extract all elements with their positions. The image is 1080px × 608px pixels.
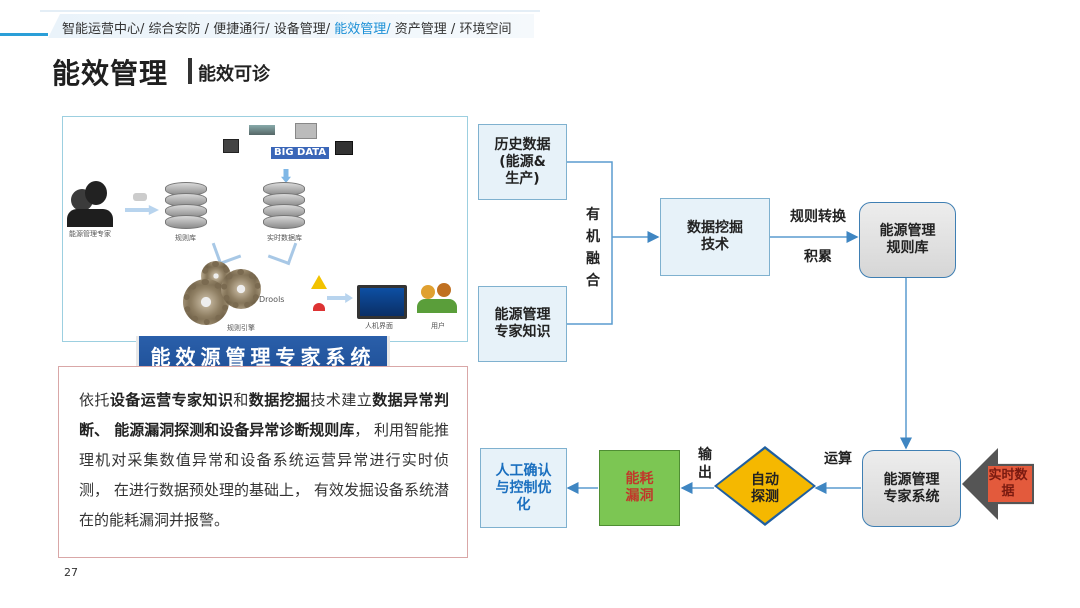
arrow-right-icon [327, 293, 353, 303]
data-mining-label: 数据挖掘技术 [687, 220, 743, 253]
nav-item-energy[interactable]: 能效管理/ [334, 22, 391, 37]
data-mining-box: 数据挖掘技术 [660, 198, 770, 276]
rule-db-icon [165, 182, 207, 229]
manual-confirm-label: 人工确认与控制优化 [495, 462, 552, 513]
rule-convert-label: 规则转换 [790, 209, 846, 225]
desc-text: 技术建立 [310, 391, 373, 409]
operate-label: 运算 [824, 451, 852, 467]
nav-item-security[interactable]: 综合安防 / [148, 22, 210, 37]
user-icon [437, 283, 451, 297]
rule-db-box: 能源管理规则库 [859, 202, 956, 278]
page-subtitle: 能效可诊 [198, 64, 270, 85]
realtime-db-icon [263, 182, 305, 229]
manual-confirm-box: 人工确认与控制优化 [480, 448, 567, 528]
rule-engine-label: 规则引擎 [227, 324, 255, 332]
drools-label: Drools [259, 295, 285, 304]
desc-text: ， 利用智能推理机对采集数值异常和设备系统运营异常进行实时侦测， 在进行数据预处… [79, 421, 450, 529]
energy-leak-box: 能耗漏洞 [599, 450, 680, 526]
rule-db-label: 规则库 [175, 234, 196, 242]
monitor-icon [357, 285, 407, 319]
nav-item-environment[interactable]: 环境空间 [459, 22, 512, 37]
expert-person-icon [85, 181, 107, 205]
desc-text: 和 [233, 391, 249, 409]
page-number: 27 [64, 566, 78, 579]
camera-icon [223, 139, 239, 153]
nav-item-ops-center[interactable]: 智能运营中心/ [62, 22, 145, 37]
desc-text: 依托 [79, 391, 110, 409]
realtime-data-label: 实时数据 [988, 468, 1028, 499]
nav-item-device[interactable]: 设备管理/ [273, 22, 331, 37]
fusion-bracket [567, 161, 613, 325]
breadcrumb: 智能运营中心/ 综合安防 / 便捷通行/ 设备管理/ 能效管理/ 资产管理 / … [62, 18, 511, 37]
history-data-box: 历史数据(能源&生产) [478, 124, 567, 200]
header-top-line [40, 10, 540, 12]
hmi-label: 人机界面 [365, 322, 393, 330]
expert-knowledge-box: 能源管理专家知识 [478, 286, 567, 362]
expert-label: 能源管理专家 [69, 230, 111, 238]
description-box: 依托设备运营专家知识和数据挖掘技术建立数据异常判断、 能源漏洞探测和设备异常诊断… [58, 366, 468, 558]
fusion-label: 有机融合 [586, 207, 600, 289]
title-divider [188, 58, 192, 84]
user-body-icon [417, 299, 457, 313]
energy-leak-label: 能耗漏洞 [625, 471, 654, 504]
expert-system-flow-label: 能源管理专家系统 [883, 471, 940, 505]
realtime-data-box [988, 466, 1032, 502]
expert-system-box: 能源管理专家系统 [862, 450, 961, 527]
rule-db-flow-label: 能源管理规则库 [879, 223, 936, 256]
desc-bold: 数据挖掘 [248, 391, 311, 409]
page-title: 能效管理 [52, 57, 169, 90]
big-data-badge: BIG DATA [271, 147, 330, 159]
server-icon [249, 125, 275, 135]
history-data-label: 历史数据(能源&生产) [494, 136, 551, 187]
cup-icon [133, 193, 147, 201]
nav-item-access[interactable]: 便捷通行/ [213, 22, 270, 37]
auto-detect-label: 自动探测 [751, 472, 779, 505]
meter-icon [295, 123, 317, 139]
user-label: 用户 [431, 322, 445, 330]
sensor-icon [335, 141, 353, 155]
desc-bold: 数据异常判断、 能源漏洞探测和设备异常诊断规则库 [79, 391, 449, 439]
header-accent-line [0, 33, 48, 36]
arrow-down-icon [281, 169, 291, 183]
user-icon [421, 285, 435, 299]
gear-icon [221, 269, 261, 309]
expert-knowledge-label: 能源管理专家知识 [494, 307, 551, 340]
output-label: 输出 [698, 447, 712, 481]
accumulate-label: 积累 [804, 249, 832, 265]
expert-body-icon [67, 209, 113, 227]
alarm-light-icon [313, 303, 325, 311]
realtime-db-label: 实时数据库 [267, 234, 302, 242]
nav-bar-background [48, 14, 534, 38]
desc-bold: 设备运营专家知识 [109, 391, 234, 409]
expert-system-illustration: BIG DATA 能源管理专家 规则库 实时数据库 Drools 规则引擎 人机… [62, 116, 468, 342]
nav-item-asset[interactable]: 资产管理 / [394, 22, 456, 37]
arrow-right-icon [125, 205, 159, 215]
